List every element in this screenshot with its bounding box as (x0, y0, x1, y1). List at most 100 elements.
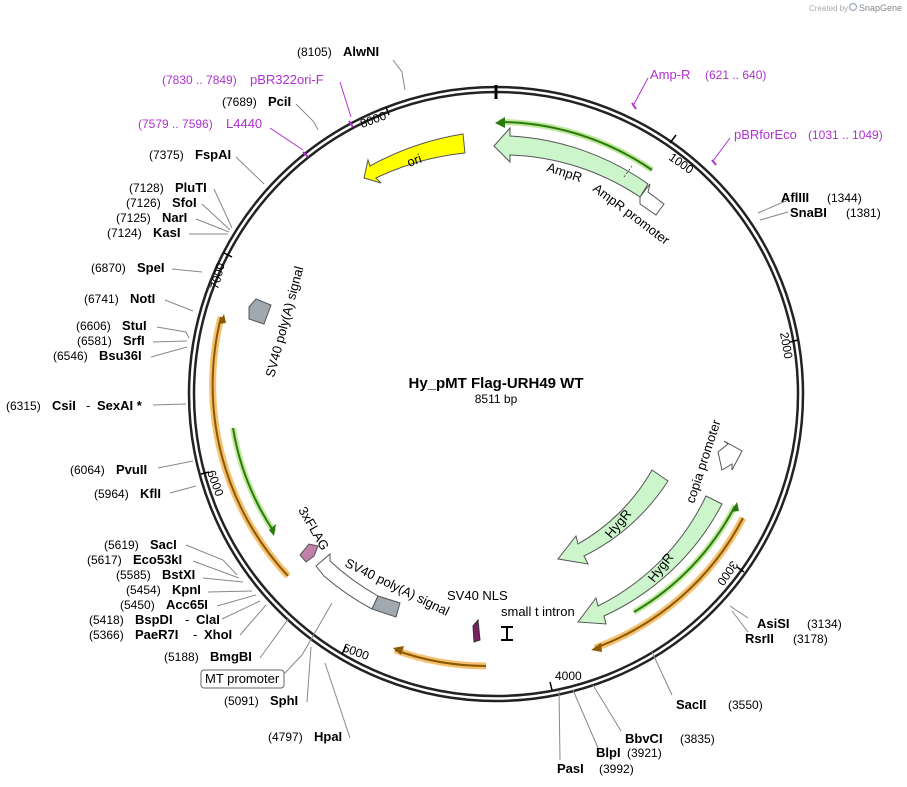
sv40-nls-feature[interactable]: SV40 NLS (447, 588, 508, 643)
primer-l4440-range: (7579 .. 7596) (138, 117, 213, 131)
site-pvuii[interactable]: PvuII (116, 462, 147, 477)
site-asisi[interactable]: AsiSI (757, 616, 790, 631)
restriction-sites-right: AflIII (1344) SnaBI (1381) AsiSI (3134) … (557, 190, 881, 776)
site-saci[interactable]: SacI (150, 537, 177, 552)
site-clai[interactable]: ClaI (196, 612, 220, 627)
site-saci-pos: (5619) (104, 538, 139, 552)
primer-pbr322ori-range: (7830 .. 7849) (162, 73, 237, 87)
ampr-feature[interactable]: AmpR AmpR promoter (493, 117, 673, 248)
tick-7000: 7000 (207, 261, 228, 291)
site-bmgbi-pos: (5188) (164, 650, 199, 664)
svg-text:-: - (193, 627, 197, 642)
orf-right-feature[interactable] (591, 516, 747, 652)
snapgene-brand: SnapGene (859, 3, 902, 13)
site-pvuii-pos: (6064) (70, 463, 105, 477)
site-sacii[interactable]: SacII (676, 697, 706, 712)
site-stui[interactable]: StuI (122, 318, 147, 333)
site-snabi-pos: (1381) (846, 206, 881, 220)
site-pasi[interactable]: PasI (557, 761, 584, 776)
site-kpni-pos: (5454) (126, 583, 161, 597)
plasmid-size: 8511 bp (475, 392, 518, 406)
site-acc65i[interactable]: Acc65I (166, 597, 208, 612)
site-snabi[interactable]: SnaBI (790, 205, 827, 220)
small-t-intron-feature[interactable]: small t intron (501, 604, 575, 641)
site-noti[interactable]: NotI (130, 291, 155, 306)
site-bstxi-pos: (5585) (116, 568, 151, 582)
site-pcii[interactable]: PciI (268, 94, 291, 109)
site-kasi[interactable]: KasI (153, 225, 180, 240)
snapgene-logo-icon (848, 2, 858, 12)
site-bspdi[interactable]: BspDI (135, 612, 173, 627)
primer-pbrforeco-range: (1031 .. 1049) (808, 128, 883, 142)
copia-promoter-feature[interactable]: copia promoter (683, 417, 743, 505)
site-paer7i[interactable]: PaeR7I (135, 627, 178, 642)
site-bstxi[interactable]: BstXI (162, 567, 195, 582)
site-sphi[interactable]: SphI (270, 693, 298, 708)
plasmid-name[interactable]: Hy_pMT Flag-URH49 WT (408, 375, 583, 392)
site-afliii[interactable]: AflIII (781, 190, 809, 205)
site-csii[interactable]: CsiI (52, 398, 76, 413)
site-kfli[interactable]: KflI (140, 486, 161, 501)
sv40-nls-label: SV40 NLS (447, 588, 508, 603)
site-csii-pos: (6315) (6, 399, 41, 413)
primer-l4440-name[interactable]: L4440 (226, 116, 262, 131)
site-acc65i-pos: (5450) (120, 598, 155, 612)
site-bbvci[interactable]: BbvCI (625, 731, 663, 746)
site-alwni-pos: (8105) (297, 45, 332, 59)
site-srfi[interactable]: SrfI (123, 333, 145, 348)
site-alwni[interactable]: AlwNI (343, 44, 379, 59)
site-xhoi[interactable]: XhoI (204, 627, 232, 642)
primer-ampr-range: (621 .. 640) (705, 68, 766, 82)
orf-bottom-feature[interactable] (393, 646, 487, 670)
ampr-promoter-arrow[interactable] (639, 183, 665, 216)
mt-promoter-feature[interactable]: MT promoter (200, 602, 333, 689)
copia-promoter-label: copia promoter (683, 417, 724, 505)
site-fspai[interactable]: FspAI (195, 147, 231, 162)
primer-pbr322ori-name[interactable]: pBR322ori-F (250, 72, 324, 87)
flag-feature[interactable]: 3xFLAG (295, 504, 332, 563)
site-sphi-pos: (5091) (224, 694, 259, 708)
site-asisi-pos: (3134) (807, 617, 842, 631)
green-arc-left[interactable] (230, 427, 277, 536)
site-sfoi[interactable]: SfoI (172, 195, 197, 210)
site-kasi-pos: (7124) (107, 226, 142, 240)
primer-labels: (7830 .. 7849) pBR322ori-F (7579 .. 7596… (138, 67, 883, 162)
svg-text:-: - (185, 612, 189, 627)
site-nari[interactable]: NarI (162, 210, 187, 225)
hygr-upper-feature[interactable]: HygR (557, 469, 669, 565)
site-kfli-pos: (5964) (94, 487, 129, 501)
site-kpni[interactable]: KpnI (172, 582, 201, 597)
primer-ampr-name[interactable]: Amp-R (650, 67, 690, 82)
site-blpi[interactable]: BlpI (596, 745, 621, 760)
site-bspdi-pos: (5418) (89, 613, 124, 627)
orf-left-feature[interactable] (209, 314, 291, 579)
site-rsrii[interactable]: RsrII (745, 631, 774, 646)
ori-feature[interactable]: ori (363, 133, 466, 184)
tick-2000: 2000 (777, 331, 795, 360)
site-bsu36i[interactable]: Bsu36I (99, 348, 142, 363)
site-blpi-pos: (3921) (627, 746, 662, 760)
site-bsu36i-pos: (6546) (53, 349, 88, 363)
green-arc-right[interactable] (632, 502, 739, 615)
site-sexai[interactable]: SexAI * (97, 398, 143, 413)
primer-marks (302, 102, 717, 166)
site-bmgbi[interactable]: BmgBI (210, 649, 252, 664)
sv40-polya-bottom-feature[interactable]: SV40 poly(A) signal (315, 552, 452, 619)
site-eco53ki[interactable]: Eco53kI (133, 552, 182, 567)
site-sacii-pos: (3550) (728, 698, 763, 712)
site-afliii-pos: (1344) (827, 191, 862, 205)
tick-4000: 4000 (555, 669, 582, 683)
sv40-polya-left-feature[interactable]: SV40 poly(A) signal (248, 265, 306, 379)
site-bbvci-pos: (3835) (680, 732, 715, 746)
created-by-label: Created by (809, 4, 848, 13)
site-pluti[interactable]: PluTI (175, 180, 207, 195)
site-hpai[interactable]: HpaI (314, 729, 342, 744)
tick-8000: 8000 (358, 108, 388, 130)
site-nari-pos: (7125) (116, 211, 151, 225)
site-stui-pos: (6606) (76, 319, 111, 333)
site-spei[interactable]: SpeI (137, 260, 164, 275)
primer-pbrforeco-name[interactable]: pBRforEco (734, 127, 797, 142)
site-eco53ki-pos: (5617) (87, 553, 122, 567)
